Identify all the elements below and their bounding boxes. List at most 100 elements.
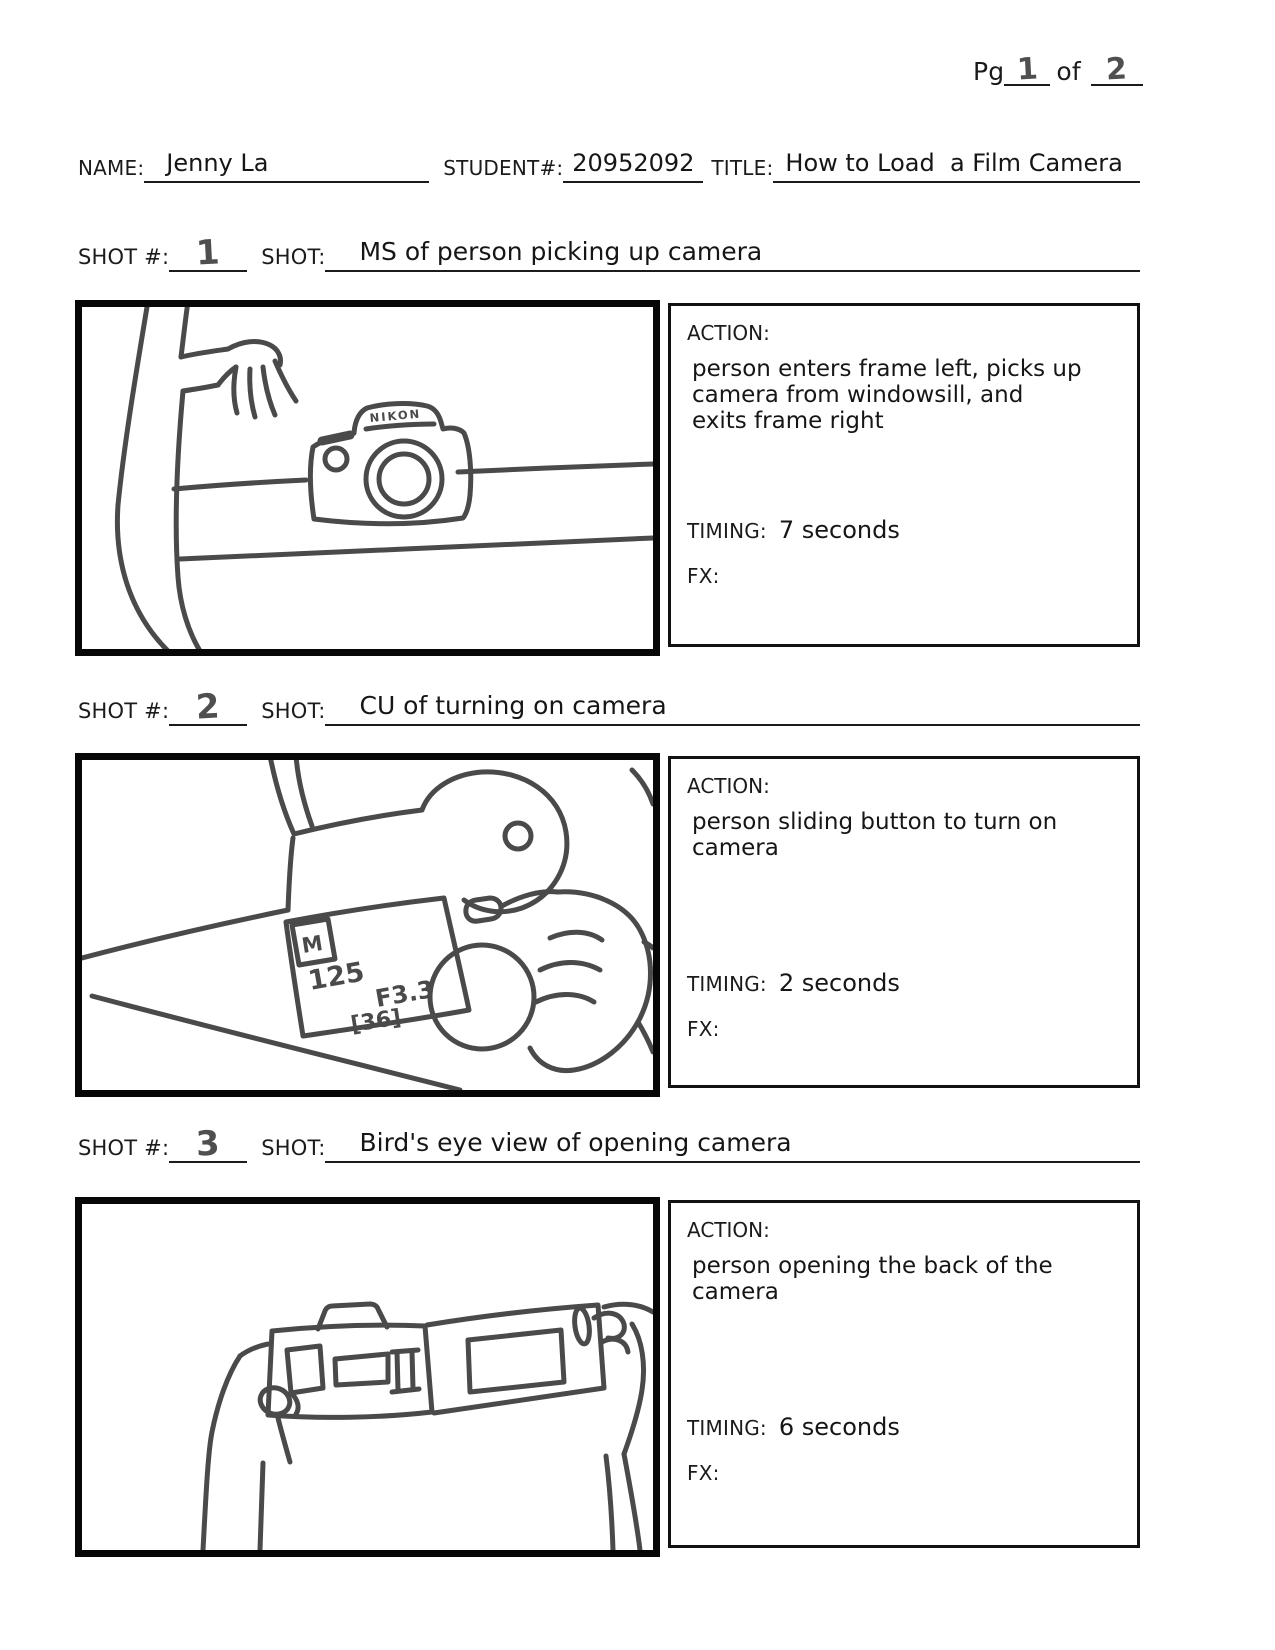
student-value: 20952092 — [572, 148, 695, 177]
shot2-description-field: CU of turning on camera — [325, 690, 1140, 726]
sketch-camera-dial — [322, 445, 350, 473]
sketch-finger-1 — [231, 364, 240, 416]
camera-brand-text: NIKON — [369, 407, 422, 425]
sketch-edge-top-right — [629, 767, 653, 807]
sketch-camera-lens-inner — [376, 451, 432, 507]
shot1-action-text: person enters frame left, picks up camer… — [692, 356, 1082, 435]
sketch-camera-brand-line — [363, 421, 437, 432]
shot3-action-text: person opening the back of the camera — [692, 1253, 1053, 1306]
action-label: ACTION: — [687, 321, 770, 345]
sketch-lug-left — [268, 760, 297, 837]
shot3-header-row: SHOT #: 3 SHOT: Bird's eye view of openi… — [78, 1117, 1140, 1165]
sketch-sill-line-left — [171, 477, 309, 492]
shot3-frame — [75, 1197, 660, 1557]
sketch-door-window — [465, 1327, 567, 1395]
sketch-door-latch — [572, 1305, 592, 1347]
shot3-number: 3 — [195, 1123, 222, 1165]
shot1-action-box: ACTION: person enters frame left, picks … — [668, 303, 1140, 647]
shot1-timing-value: 7 seconds — [778, 516, 900, 544]
sketch-thumb — [499, 889, 561, 909]
title-value: How to Load a Film Camera — [785, 148, 1123, 177]
sketch-person-shoulder — [178, 307, 190, 360]
sketch-finger-3 — [260, 364, 278, 418]
sketch-camera-detail — [317, 430, 355, 446]
action-label: ACTION: — [687, 774, 770, 798]
shot2-number-field: 2 — [169, 686, 248, 728]
shot3-sketch — [200, 1301, 653, 1550]
student-field: 20952092 — [563, 148, 704, 183]
fx-label: FX: — [687, 1461, 720, 1485]
sketch-left-arm-inner — [257, 1460, 266, 1550]
sketch-lcd-panel — [283, 895, 472, 1039]
shot2-action-box: ACTION: person sliding button to turn on… — [668, 756, 1140, 1088]
sketch-mode-box — [289, 916, 338, 968]
shot2-timing-row: TIMING: 2 seconds — [687, 969, 900, 997]
sketch-lug-right — [293, 760, 315, 829]
title-label: TITLE: — [711, 156, 774, 180]
sketch-right-finger-curl-2 — [599, 1336, 631, 1355]
sketch-back-door — [424, 1302, 607, 1416]
sketch-body-edge-bottom — [89, 993, 463, 1090]
shot1-number-field: 1 — [169, 233, 248, 274]
shot1-description-field: MS of person picking up camera — [325, 238, 1140, 272]
sketch-wrist-top — [641, 939, 653, 951]
shot-label: SHOT: — [261, 245, 326, 269]
shot3-description: Bird's eye view of opening camera — [359, 1127, 792, 1157]
shot3-description-field: Bird's eye view of opening camera — [325, 1127, 1140, 1163]
sketch-finger-2 — [247, 366, 258, 420]
name-label: NAME: — [78, 156, 145, 180]
shot2-sketch: M 125 F3.3 [36] — [82, 760, 653, 1090]
sketch-viewfinder-lobe — [419, 769, 570, 915]
name-field: Jenny La — [144, 148, 430, 183]
shot-number-label: SHOT #: — [78, 245, 170, 269]
sketch-spool-cap-bottom — [389, 1386, 422, 1395]
sketch-left-hand-top — [237, 1341, 271, 1359]
sketch-arm-bottom — [180, 382, 221, 394]
sketch-hand-outline — [527, 889, 653, 1074]
sketch-viewfinder-circle — [502, 820, 534, 852]
sketch-spool-bar-2 — [409, 1348, 416, 1392]
fx-label: FX: — [687, 1017, 720, 1041]
sketch-finger-curl-3 — [533, 992, 597, 1005]
sketch-prism-hump — [315, 1301, 390, 1332]
shot2-action-text: person sliding button to turn on camera — [692, 809, 1058, 862]
sketch-left-thumb — [257, 1385, 293, 1417]
shot-number-label: SHOT #: — [78, 699, 170, 723]
sketch-sill-edge — [177, 535, 653, 562]
fx-label: FX: — [687, 564, 720, 588]
sketch-left-arm-outer — [200, 1353, 243, 1550]
sketch-finger-curl-2 — [537, 960, 603, 973]
sketch-arm-top — [178, 346, 231, 360]
sketch-spool-cap-top — [389, 1347, 421, 1355]
sketch-person-body — [114, 307, 170, 649]
of-value-line: 2 — [1090, 51, 1143, 88]
sketch-finger-4 — [272, 358, 299, 404]
timing-label: TIMING: — [687, 519, 767, 543]
sketch-spool-bar-1 — [394, 1349, 401, 1393]
shot2-header-row: SHOT #: 2 SHOT: CU of turning on camera — [78, 680, 1140, 728]
pg-label: Pg — [973, 57, 1005, 86]
sketch-hand-palm — [225, 339, 283, 368]
sketch-body-edge-vertical — [285, 835, 296, 913]
of-value: 2 — [1105, 51, 1129, 88]
shot-number-label: SHOT #: — [78, 1136, 170, 1160]
sketch-film-gate — [332, 1351, 391, 1388]
shot3-timing-row: TIMING: 6 seconds — [687, 1413, 900, 1441]
shot2-timing-value: 2 seconds — [778, 969, 900, 997]
pg-value: 1 — [1015, 51, 1039, 88]
sketch-left-knuckle — [289, 1391, 301, 1417]
shot2-description: CU of turning on camera — [359, 690, 667, 720]
of-label: of — [1056, 57, 1081, 86]
shot3-timing-value: 6 seconds — [778, 1413, 900, 1441]
name-value: Jenny La — [166, 148, 269, 177]
title-field: How to Load a Film Camera — [773, 148, 1140, 183]
sketch-film-chamber — [284, 1343, 326, 1396]
shot3-action-box: ACTION: person opening the back of the c… — [668, 1200, 1140, 1548]
sketch-finger-curl-1 — [547, 929, 605, 943]
lcd-mode-text: M — [300, 931, 324, 958]
sketch-command-dial — [427, 942, 537, 1052]
shot2-number: 2 — [195, 686, 222, 728]
student-label: STUDENT#: — [443, 156, 564, 180]
sketch-top-edge — [291, 807, 425, 837]
